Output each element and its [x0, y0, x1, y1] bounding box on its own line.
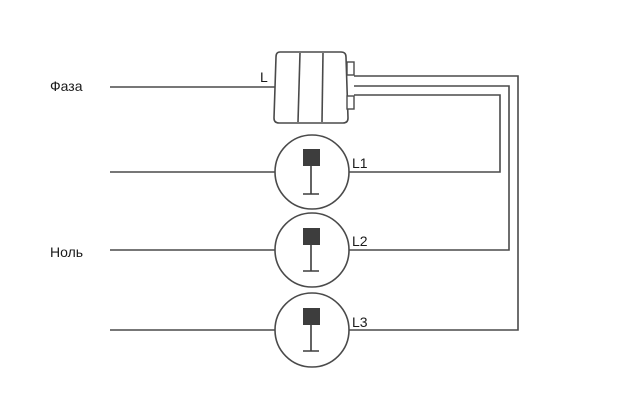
output-wire-l3 — [349, 75, 519, 331]
lamp2-label: L2 — [352, 233, 368, 249]
lamp1-label: L1 — [352, 155, 368, 171]
switch-terminal — [346, 61, 355, 76]
phase-label: Фаза — [50, 78, 83, 94]
switch-key-divider — [297, 52, 301, 123]
switch-input-label: L — [260, 69, 268, 85]
lamp-2 — [274, 212, 350, 288]
three-key-switch — [273, 51, 355, 124]
neutral-label: Ноль — [50, 244, 83, 260]
switch-key-divider — [321, 52, 324, 123]
switch-terminal — [346, 95, 355, 110]
output-wire-l1 — [349, 94, 501, 173]
lamp-icon — [303, 228, 320, 245]
lamp-1 — [274, 134, 350, 210]
output-wire-l2 — [349, 85, 510, 251]
lamp-3 — [274, 292, 350, 368]
lamp3-label: L3 — [352, 314, 368, 330]
lamp-icon — [303, 149, 320, 166]
lamp-icon — [303, 308, 320, 325]
